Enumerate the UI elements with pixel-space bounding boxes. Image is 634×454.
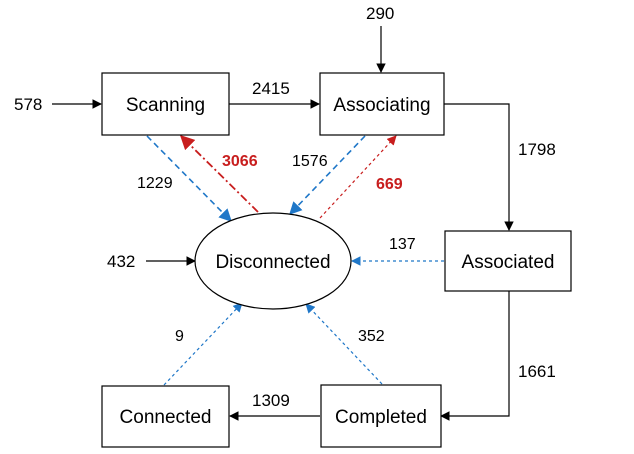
edge-disconnected-to-associating bbox=[319, 135, 397, 219]
label-in-disconnected: 432 bbox=[107, 252, 135, 271]
label-associating-to-associated: 1798 bbox=[518, 140, 556, 159]
edge-associating-to-disconnected bbox=[289, 135, 366, 215]
label-disconnected-to-scanning: 3066 bbox=[222, 153, 258, 170]
node-scanning: Scanning bbox=[101, 72, 230, 136]
node-associated: Associated bbox=[444, 230, 572, 292]
label-connected-to-disconnected: 9 bbox=[175, 328, 184, 345]
label-scanning-to-disconnected: 1229 bbox=[137, 175, 173, 192]
node-disconnected: Disconnected bbox=[194, 212, 352, 310]
node-associated-label: Associated bbox=[462, 252, 555, 273]
node-associating-label: Associating bbox=[333, 95, 430, 116]
node-disconnected-label: Disconnected bbox=[215, 252, 330, 273]
node-connected: Connected bbox=[101, 385, 230, 448]
node-completed: Completed bbox=[320, 384, 442, 448]
label-associated-to-completed: 1661 bbox=[518, 362, 556, 381]
label-in-associating: 290 bbox=[366, 4, 394, 23]
label-completed-to-connected: 1309 bbox=[252, 391, 290, 410]
label-disconnected-to-associating: 669 bbox=[376, 176, 403, 193]
label-scanning-to-associating: 2415 bbox=[252, 79, 290, 98]
edge-associated-to-completed bbox=[440, 291, 510, 421]
node-completed-label: Completed bbox=[335, 407, 427, 428]
node-scanning-label: Scanning bbox=[126, 95, 205, 116]
label-associating-to-disconnected: 1576 bbox=[292, 153, 328, 170]
node-associating: Associating bbox=[319, 72, 445, 136]
node-connected-label: Connected bbox=[120, 407, 212, 428]
edge-associating-to-associated bbox=[444, 103, 514, 231]
edge-connected-to-disconnected bbox=[163, 302, 243, 386]
edge-disconnected-to-scanning bbox=[179, 134, 259, 213]
label-completed-to-disconnected: 352 bbox=[358, 328, 385, 345]
edge-completed-to-disconnected bbox=[305, 303, 383, 385]
label-associated-to-disconnected: 137 bbox=[389, 236, 416, 253]
label-in-scanning: 578 bbox=[14, 95, 42, 114]
